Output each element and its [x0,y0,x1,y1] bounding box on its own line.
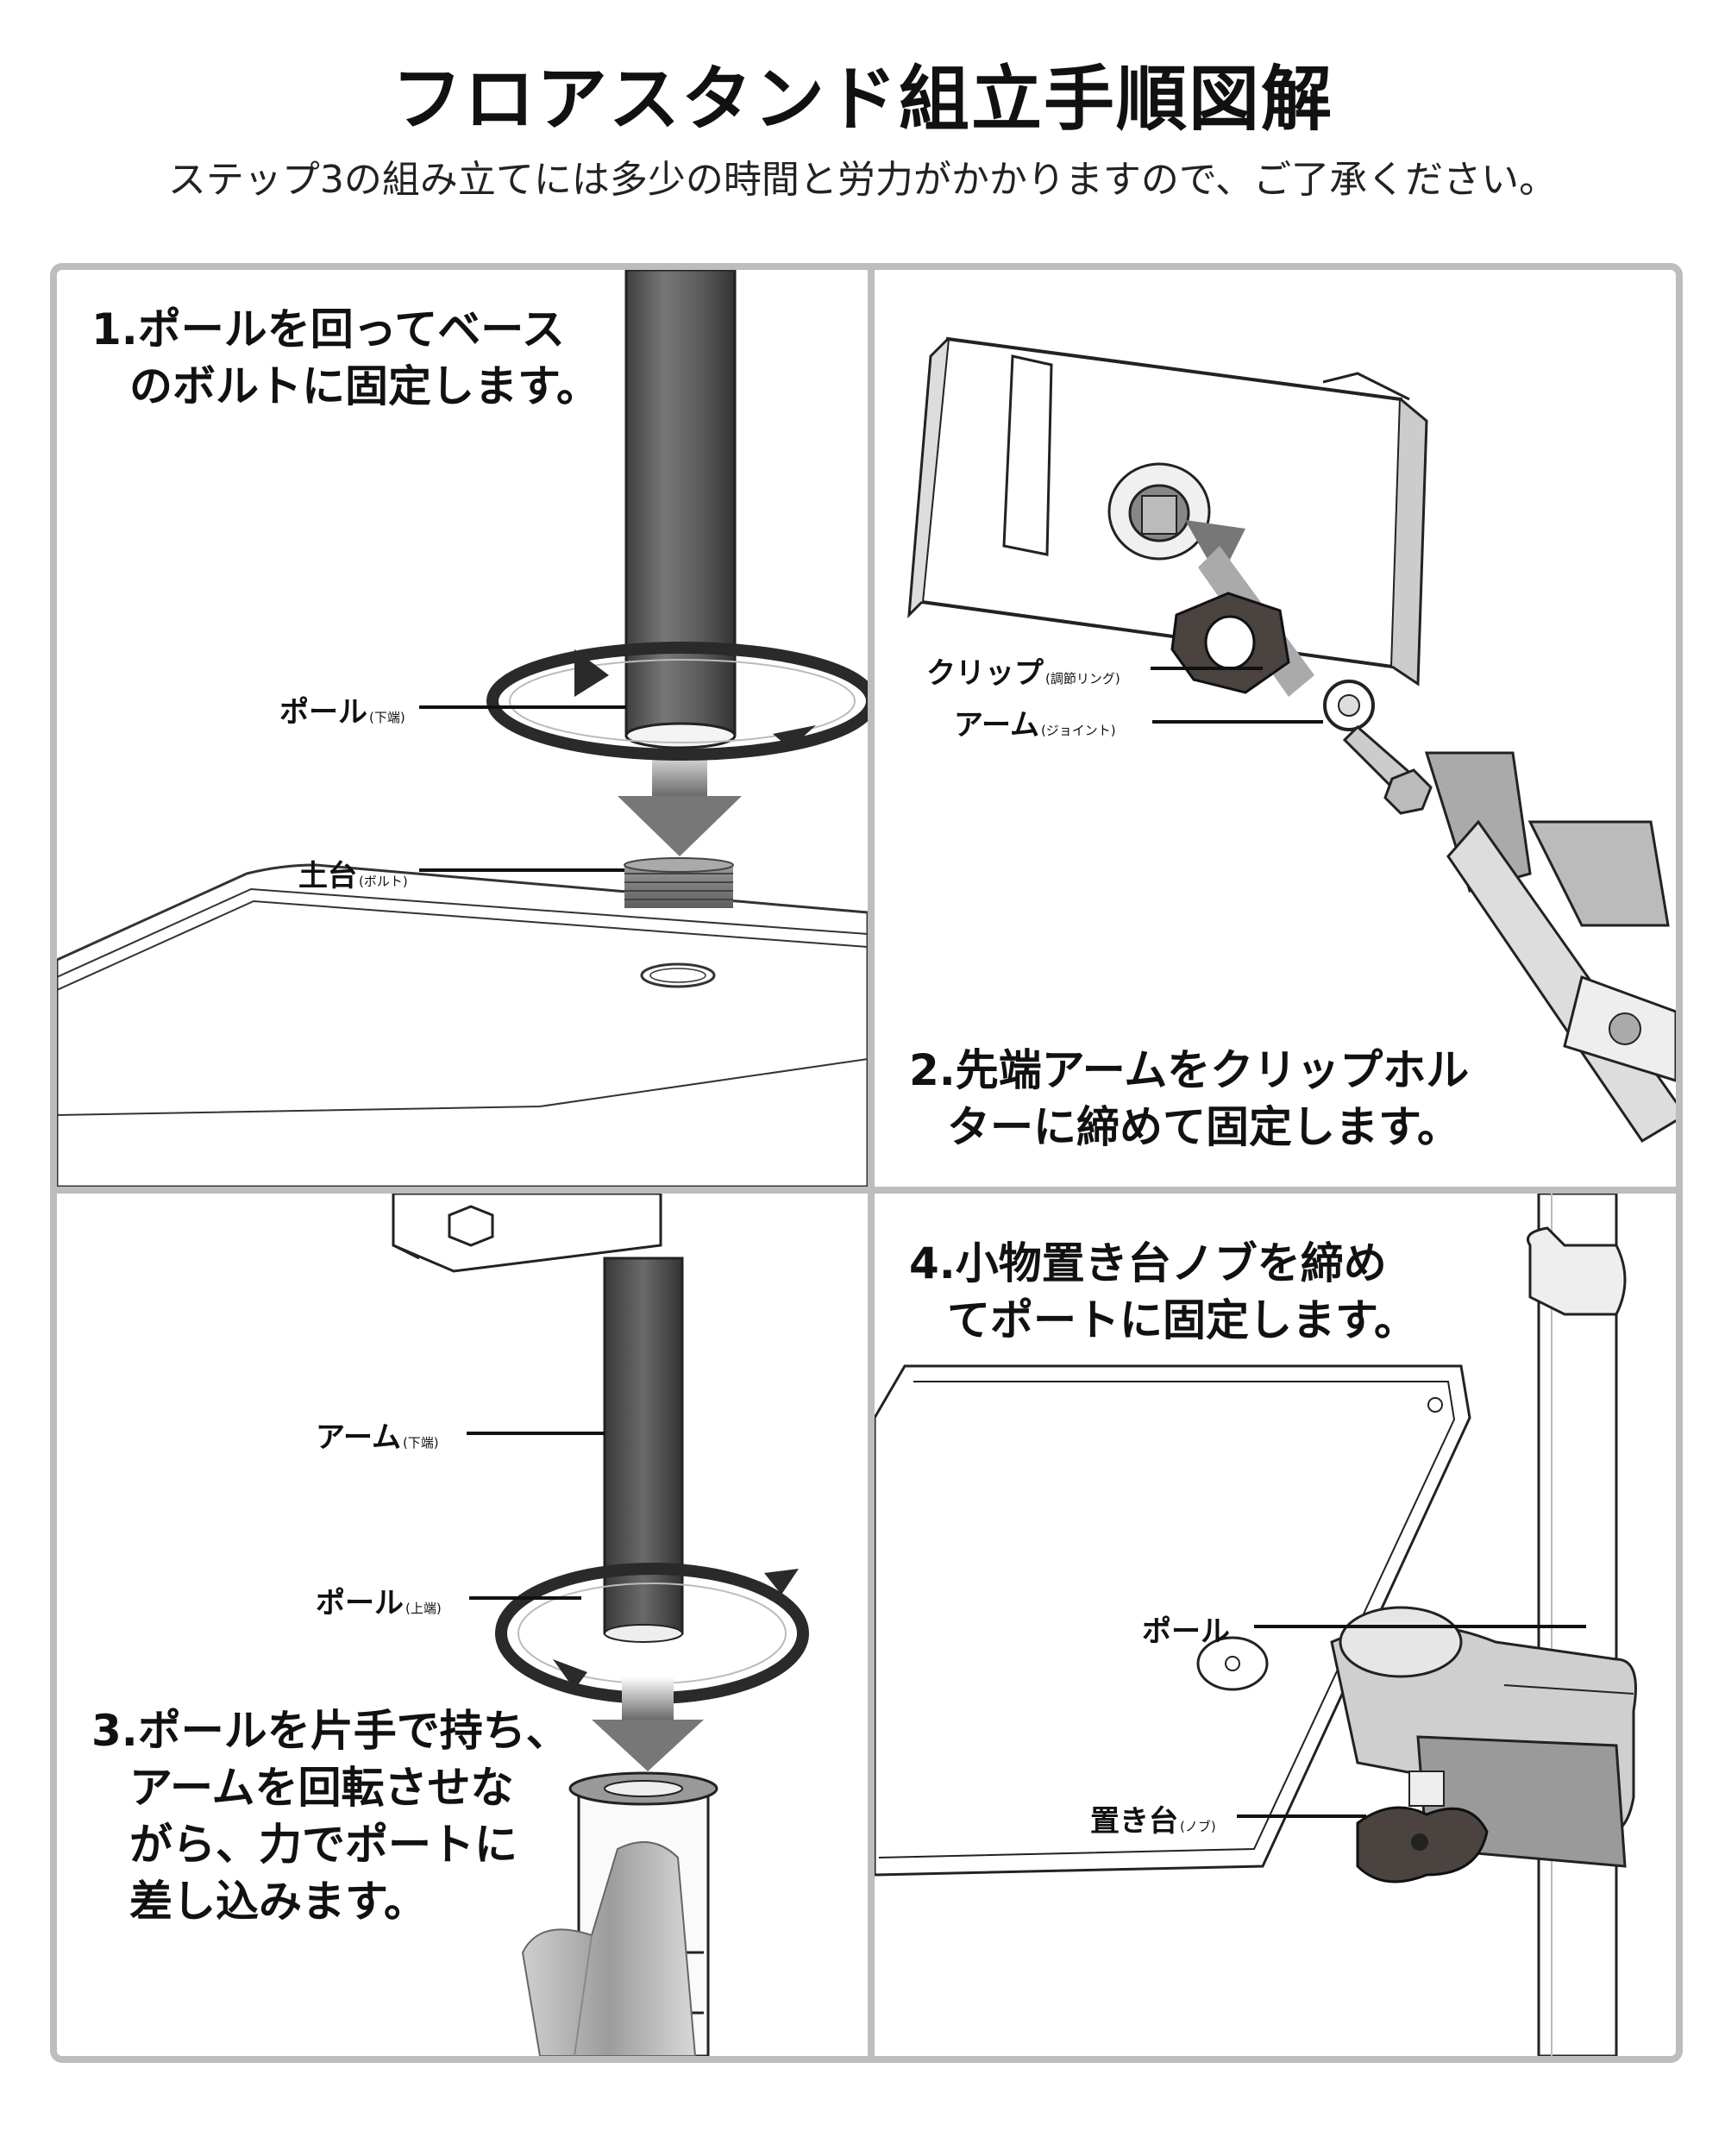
step-1-line-2: のボルトに固定します。 [129,361,599,411]
label-pole-lower: ポール (下端) [279,688,405,730]
label-tray-knob: 置き台 (ノブ) [1090,1797,1216,1839]
leader-base-bolt [419,868,624,872]
step-3-line-2: アームを回転させな [129,1763,514,1813]
page-title: フロアスタンド組立手順図解 [391,59,1333,141]
label-pole-upper-main: ポール [316,1586,404,1620]
label-pole-upper-sub: (上端) [405,1601,442,1616]
step-4-instruction: 4.小物置き台ノブを締め てポートに固定します。 [909,1235,1417,1349]
label-base-bolt-main: 土台 [298,859,357,893]
tray-knob-icon [1356,1806,1489,1883]
step-4-line-2: てポートに固定します。 [947,1295,1417,1345]
bolt-thread-icon [624,857,734,908]
instruction-frame: 1.ポールを回ってベース のボルトに固定します。 ポール (下端) 土台 (ボル… [50,263,1683,2063]
label-clip: クリップ (調節リング) [926,649,1120,692]
step-4-line-1: 4.小物置き台ノブを締め [909,1238,1387,1288]
step-2-panel: クリップ (調節リング) アーム (ジョイント) 2.先端アームをクリップホル … [875,270,1676,1187]
step-3-line-4: 差し込みます。 [129,1877,427,1927]
label-arm-joint-main: アーム [954,708,1039,743]
accessory-tray [875,1364,1471,1877]
down-arrow-icon [592,1677,704,1771]
hex-nut-icon [1170,592,1290,694]
label-base-bolt-sub: (ボルト) [359,874,408,889]
step-4-panel: 4.小物置き台ノブを締め てポートに固定します。 ポール 置き台 (ノブ) [875,1194,1676,2056]
label-arm-lower: アーム (下端) [316,1413,439,1456]
leader-pole [1254,1625,1586,1628]
leader-tray-knob [1237,1814,1366,1818]
leader-clip [1151,667,1263,670]
phone-clip-holder [907,336,1428,686]
step-3-line-1: 3.ポールを片手で持ち、 [91,1706,569,1756]
label-base-bolt: 土台 (ボルト) [298,852,408,894]
arm-joint [1323,680,1676,1144]
label-arm-lower-main: アーム [316,1420,401,1455]
step-1-illustration [57,270,868,1187]
label-pole-upper: ポール (上端) [316,1579,442,1621]
label-arm-joint-sub: (ジョイント) [1040,723,1116,738]
label-arm-joint: アーム (ジョイント) [954,701,1116,743]
page-subtitle: ステップ3の組み立てには多少の時間と労力がかかりますので、ご了承ください。 [167,158,1558,202]
label-pole: ポール [1142,1608,1232,1650]
step-1-line-1: 1.ポールを回ってベース [91,304,565,354]
horizontal-divider [57,1187,1676,1194]
step-1-panel: 1.ポールを回ってベース のボルトに固定します。 ポール (下端) 土台 (ボル… [57,270,868,1187]
label-pole-lower-sub: (下端) [369,710,405,725]
rotation-arrow-icon [486,642,868,761]
hand-icon [521,1841,697,2056]
leader-arm-lower [467,1432,605,1435]
step-3-panel: アーム (下端) ポール (上端) 3.ポールを片手で持ち、 アームを回転させな… [57,1194,868,2056]
hex-nut-icon [448,1205,494,1247]
leader-pole-upper [469,1596,581,1600]
step-2-illustration [907,336,1676,1144]
label-arm-lower-sub: (下端) [402,1435,439,1451]
label-tray-knob-sub: (ノブ) [1180,1819,1216,1834]
label-pole-lower-main: ポール [279,695,367,730]
leader-arm-joint [1152,720,1323,724]
label-tray-knob-main: 置き台 [1090,1804,1178,1839]
step-2-instruction: 2.先端アームをクリップホル ターに締めて固定します。 [909,1042,1469,1156]
top-bracket [392,1194,662,1273]
leader-pole-lower [419,705,626,709]
pole-lower-end [624,270,737,749]
step-3-instruction: 3.ポールを片手で持ち、 アームを回転させな がら、力でポートに 差し込みます。 [91,1702,569,1930]
step-1-instruction: 1.ポールを回ってベース のボルトに固定します。 [91,301,599,415]
step-2-line-2: ターに締めて固定します。 [947,1102,1460,1152]
step-3-illustration [392,1194,809,2056]
label-clip-main: クリップ [926,656,1044,691]
label-clip-sub: (調節リング) [1045,671,1120,686]
step-2-line-1: 2.先端アームをクリップホル [909,1045,1470,1095]
vertical-divider [868,270,875,2056]
step-3-line-3: がら、力でポートに [129,1820,518,1870]
base-plate [57,863,868,1187]
label-pole-main: ポール [1142,1614,1230,1649]
